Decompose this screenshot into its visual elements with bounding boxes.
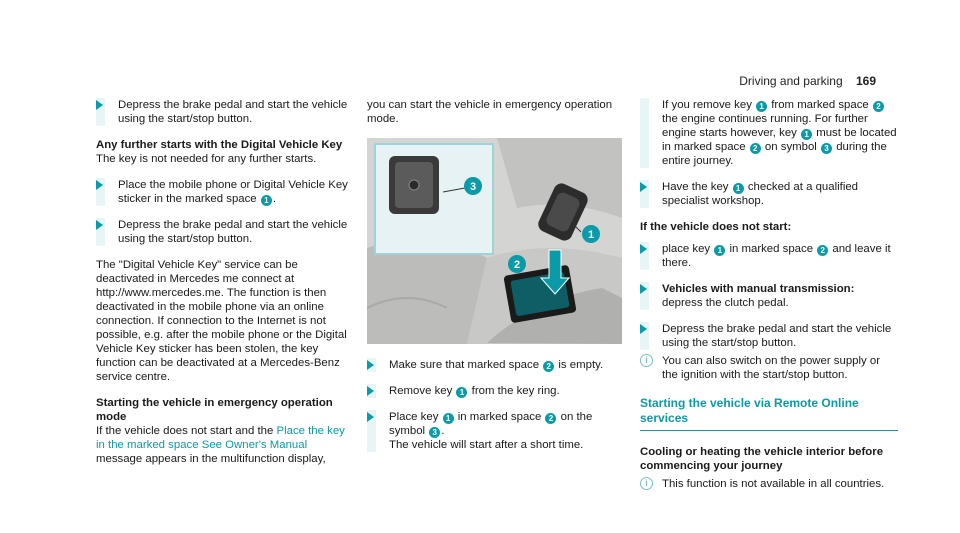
step: Make sure that marked space 2 is empty.: [367, 358, 627, 372]
subheading: Cooling or heating the vehicle interior …: [640, 446, 884, 472]
step: Depress the brake pedal and start the ve…: [96, 98, 356, 126]
step-arrow-icon: [96, 220, 103, 230]
svg-text:1: 1: [588, 229, 594, 241]
step-bar: [640, 242, 649, 270]
page-header: Driving and parking 169: [739, 74, 876, 88]
info-icon: i: [640, 477, 653, 490]
column-1: Depress the brake pedal and start the ve…: [96, 98, 356, 478]
step-text: Place key 1 in marked space 2 on the sym…: [389, 411, 593, 451]
console-illustration: 3 1 2: [367, 138, 622, 344]
paragraph: If the vehicle does not start and the Pl…: [96, 425, 345, 465]
step-arrow-icon: [640, 284, 647, 294]
svg-text:2: 2: [514, 259, 520, 271]
step-text: If you remove key 1 from marked space 2 …: [662, 99, 897, 167]
bullet-1-icon: 1: [442, 413, 454, 424]
callout-3-icon: [464, 177, 482, 195]
column-2: you can start the vehicle in emergency o…: [367, 98, 627, 464]
column-3: If you remove key 1 from marked space 2 …: [640, 98, 898, 503]
bullet-2-icon: 2: [872, 101, 884, 112]
callout-1-icon: [582, 225, 600, 243]
step: Place key 1 in marked space 2 on the sym…: [367, 410, 627, 452]
bullet-1-icon: 1: [732, 183, 744, 194]
display-message-link[interactable]: Place the key in the marked space See Ow…: [96, 425, 345, 451]
bullet-1-icon: 1: [260, 195, 272, 206]
step: Vehicles with manual transmission:depres…: [640, 282, 898, 310]
step-bar: [96, 218, 105, 246]
subheading: Any further starts with the Digital Vehi…: [96, 139, 343, 151]
step-arrow-icon: [640, 244, 647, 254]
paragraph: The key is not needed for any further st…: [96, 153, 317, 165]
step-bar: [640, 98, 649, 168]
bullet-1-icon: 1: [456, 387, 468, 398]
step: Depress the brake pedal and start the ve…: [96, 218, 356, 246]
bullet-2-icon: 2: [545, 413, 557, 424]
step-continued: If you remove key 1 from marked space 2 …: [640, 98, 898, 168]
subheading: If the vehicle does not start:: [640, 221, 792, 233]
step-text: Have the key 1 checked at a qualified sp…: [662, 181, 859, 207]
step-bar: [96, 178, 105, 206]
bullet-2-icon: 2: [749, 143, 761, 154]
step: Depress the brake pedal and start the ve…: [640, 322, 898, 350]
step-bar: [640, 180, 649, 208]
info-note: i You can also switch on the power suppl…: [640, 354, 898, 382]
step-text: Vehicles with manual transmission:depres…: [662, 283, 855, 309]
step: Remove key 1 from the key ring.: [367, 384, 627, 398]
section-name: Driving and parking: [739, 74, 843, 88]
step-arrow-icon: [640, 324, 647, 334]
step-text: Depress the brake pedal and start the ve…: [118, 99, 348, 125]
bullet-2-icon: 2: [817, 245, 829, 256]
page-number: 169: [855, 74, 876, 88]
subheading: Starting the vehicle in emergency operat…: [96, 397, 333, 423]
step-arrow-icon: [96, 180, 103, 190]
step-arrow-icon: [367, 360, 374, 370]
svg-text:3: 3: [470, 181, 476, 193]
insert-arrow-icon: [539, 249, 571, 295]
step: place key 1 in marked space 2 and leave …: [640, 242, 898, 270]
bullet-3-icon: 3: [821, 143, 833, 154]
step-text: place key 1 in marked space 2 and leave …: [662, 243, 891, 269]
bullet-1-icon: 1: [714, 245, 726, 256]
step-text: Depress the brake pedal and start the ve…: [662, 323, 892, 349]
bullet-1-icon: 1: [801, 129, 813, 140]
step-arrow-icon: [367, 412, 374, 422]
console-drawing: 3 1 2: [367, 138, 622, 344]
step: Place the mobile phone or Digital Vehicl…: [96, 178, 356, 206]
section-title: Starting the vehicle via Remote Online s…: [640, 396, 898, 431]
step-text: Place the mobile phone or Digital Vehicl…: [118, 179, 348, 206]
paragraph: The "Digital Vehicle Key" service can be…: [96, 259, 347, 383]
step-arrow-icon: [367, 386, 374, 396]
info-note: i This function is not available in all …: [640, 477, 898, 491]
step-text: Depress the brake pedal and start the ve…: [118, 219, 348, 245]
bullet-3-icon: 3: [429, 427, 441, 438]
step-text: Make sure that marked space 2 is empty.: [389, 359, 604, 372]
bullet-2-icon: 2: [543, 361, 555, 372]
step-arrow-icon: [640, 182, 647, 192]
step-text: Remove key 1 from the key ring.: [389, 385, 560, 398]
step-bar: [96, 98, 105, 126]
step-bar: [640, 282, 649, 310]
step-arrow-icon: [96, 100, 103, 110]
callout-2-icon: [508, 255, 526, 273]
bullet-1-icon: 1: [756, 101, 768, 112]
step-bar: [367, 410, 376, 452]
step-bar: [640, 322, 649, 350]
paragraph: you can start the vehicle in emergency o…: [367, 99, 613, 125]
info-icon: i: [640, 354, 653, 367]
step: Have the key 1 checked at a qualified sp…: [640, 180, 898, 208]
